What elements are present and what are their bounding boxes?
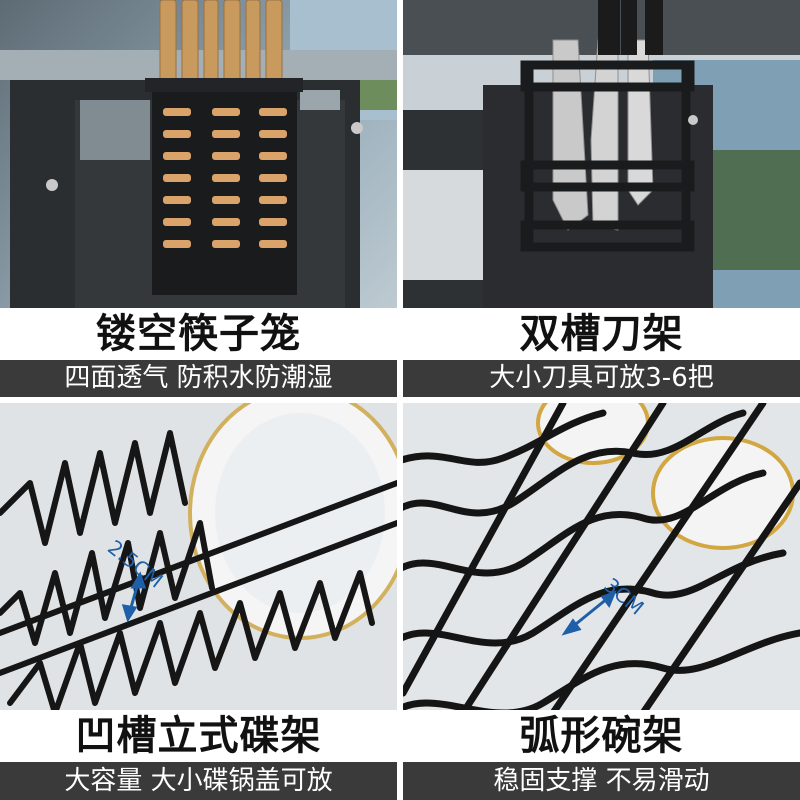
panel-subtitle: 大小刀具可放3-6把 [403,360,800,397]
panel-knife-rack: 双槽刀架 大小刀具可放3-6把 [403,0,800,397]
panel-title: 双槽刀架 [403,308,800,360]
panel-chopstick-holder: 镂空筷子笼 四面透气 防积水防潮湿 [0,0,397,397]
panel-subtitle: 稳固支撑 不易滑动 [403,762,800,800]
panel-subtitle: 大容量 大小碟锅盖可放 [0,762,397,800]
dish-rack-photo [0,403,397,800]
panel-title: 凹槽立式碟架 [0,710,397,762]
panel-title: 弧形碗架 [403,710,800,762]
panel-dish-rack: 2.5CM 凹槽立式碟架 大容量 大小碟锅盖可放 [0,403,397,800]
panel-bowl-rack: 3CM 弧形碗架 稳固支撑 不易滑动 [403,403,800,800]
panel-title: 镂空筷子笼 [0,308,397,360]
panel-subtitle: 四面透气 防积水防潮湿 [0,360,397,397]
chopstick-holder-photo [0,0,397,397]
